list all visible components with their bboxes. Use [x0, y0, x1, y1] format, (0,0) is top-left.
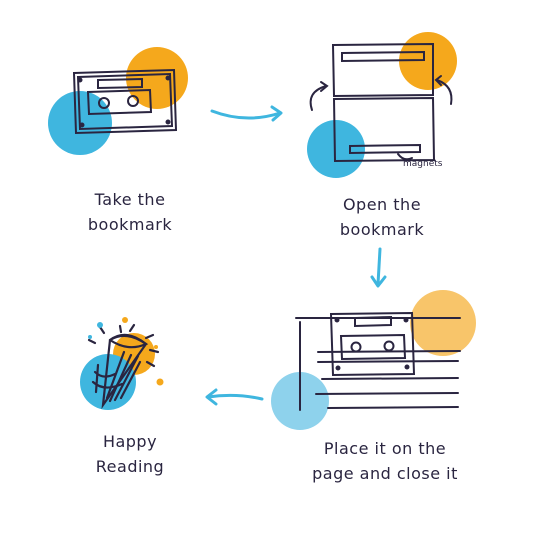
magnets-annotation: magnets: [403, 159, 443, 169]
confetti-dot: [88, 335, 92, 339]
step4-party-hat-icon: [87, 323, 160, 410]
step2-blue-blob: [307, 120, 365, 178]
confetti-dot: [154, 345, 158, 349]
arrow-step3-to-step4: [206, 393, 264, 401]
step2-illustration: magnets: [307, 32, 457, 178]
step1-caption: Take the bookmark: [40, 187, 220, 237]
arrow-step2-to-step3: [376, 247, 382, 286]
step2-orange-blob: [399, 32, 457, 90]
arrowhead-step2-to-step3: [370, 275, 387, 288]
step2-caption: Open the bookmark: [292, 192, 472, 242]
confetti-dot: [156, 378, 164, 386]
step3-caption-line1: Place it on the: [323, 439, 447, 458]
step1-bookmark-icon: [72, 68, 178, 135]
step4-illustration: [80, 317, 164, 410]
confetti-dot: [122, 317, 128, 323]
step3-caption-line2: page and close it: [312, 464, 458, 483]
step3-illustration: [271, 290, 476, 430]
step2-open-bookmark-icon: [309, 42, 453, 163]
step3-book-page-icon: [295, 311, 461, 411]
step2-caption-line2: bookmark: [339, 220, 425, 239]
step1-orange-blob: [126, 47, 188, 109]
step1-caption-line2: bookmark: [87, 215, 173, 234]
step4-caption-line1: Happy: [102, 432, 158, 451]
step2-caption-line1: Open the: [342, 195, 422, 214]
step3-caption: Place it on the page and close it: [270, 436, 500, 486]
arrowhead-step1-to-step2: [270, 105, 283, 122]
step3-orange-blob: [410, 290, 476, 356]
step1-illustration: [48, 47, 188, 155]
arrowhead-step3-to-step4: [205, 388, 218, 406]
confetti-dot: [97, 322, 103, 328]
arrow-step1-to-step2: [210, 109, 282, 120]
step4-caption: Happy Reading: [40, 429, 220, 479]
step1-caption-line1: Take the: [94, 190, 166, 209]
step4-caption-line2: Reading: [95, 457, 165, 476]
